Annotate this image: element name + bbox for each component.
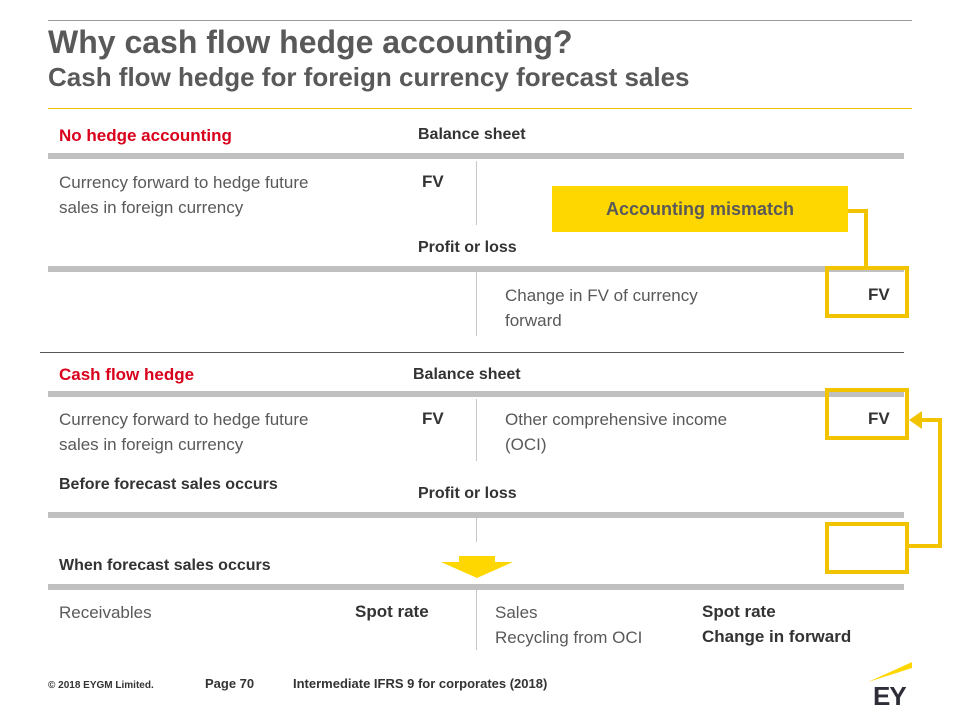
- recycling-value: Change in forward: [702, 627, 852, 646]
- mismatch-connector-horizontal: [848, 209, 868, 213]
- recycling-target-box: [825, 522, 909, 574]
- accounting-mismatch-callout: Accounting mismatch: [552, 186, 848, 232]
- section2-pl-divider: [476, 518, 477, 542]
- page-title: Why cash flow hedge accounting?: [48, 24, 573, 60]
- receivables-value: Spot rate: [355, 602, 429, 621]
- section2-bs-divider: [476, 399, 477, 461]
- section1-bs-value: FV: [422, 172, 444, 191]
- section2-oci-text-line1: Other comprehensive income: [505, 410, 728, 429]
- section1-bs-text-line1: Currency forward to hedge future: [59, 173, 309, 192]
- section-separator: [40, 352, 904, 353]
- top-rule: [48, 20, 912, 21]
- section2-oci-text-line2: (OCI): [505, 435, 547, 454]
- page-number: Page 70: [205, 676, 255, 691]
- mismatch-connector-vertical: [864, 209, 868, 269]
- when-forecast-label: When forecast sales occurs: [59, 557, 271, 574]
- section2-recognition-divider: [476, 590, 477, 650]
- ey-beam-icon: [868, 662, 912, 682]
- section2-pl-label: Profit or loss: [418, 485, 517, 502]
- section2-bs-text-line2: sales in foreign currency: [59, 435, 244, 454]
- section1-pl-divider: [476, 272, 477, 336]
- copyright: © 2018 EYGM Limited.: [48, 680, 154, 691]
- section2-oci-fv-highlight-box: [825, 388, 909, 440]
- recycling-label: Recycling from OCI: [495, 628, 643, 647]
- section1-bs-bar: [48, 153, 904, 159]
- section2-heading: Cash flow hedge: [59, 365, 195, 384]
- section2-recognition-bar: [48, 584, 904, 590]
- sales-value: Spot rate: [702, 602, 776, 621]
- course-title: Intermediate IFRS 9 for corporates (2018…: [293, 676, 548, 691]
- section2-balance-sheet-label: Balance sheet: [413, 366, 521, 383]
- before-forecast-label: Before forecast sales occurs: [59, 476, 278, 493]
- section2-bs-value: FV: [422, 409, 444, 428]
- ey-logo: EY: [873, 681, 907, 711]
- recycling-arrow-icon: [909, 411, 942, 548]
- section1-pl-bar: [48, 266, 904, 272]
- section1-heading: No hedge accounting: [59, 126, 232, 145]
- title-underline: [48, 108, 912, 109]
- section1-balance-sheet-label: Balance sheet: [418, 126, 526, 143]
- sales-label: Sales: [495, 603, 538, 622]
- section1-pl-fv-highlight-box: [825, 266, 909, 318]
- section1-bs-divider: [476, 161, 477, 225]
- section1-pl-label: Profit or loss: [418, 239, 517, 256]
- section2-oci-value: FV: [868, 409, 890, 428]
- section1-pl-text-line2: forward: [505, 311, 562, 330]
- section1-bs-text-line2: sales in foreign currency: [59, 198, 244, 217]
- section2-pl-bar: [48, 512, 904, 518]
- section1-pl-text-line1: Change in FV of currency: [505, 286, 698, 305]
- section2-bs-text-line1: Currency forward to hedge future: [59, 410, 309, 429]
- section2-bs-bar: [48, 391, 904, 397]
- section1-pl-value: FV: [868, 285, 890, 304]
- page-subtitle: Cash flow hedge for foreign currency for…: [48, 62, 690, 92]
- receivables-label: Receivables: [59, 603, 152, 622]
- down-arrow-icon: [441, 556, 513, 578]
